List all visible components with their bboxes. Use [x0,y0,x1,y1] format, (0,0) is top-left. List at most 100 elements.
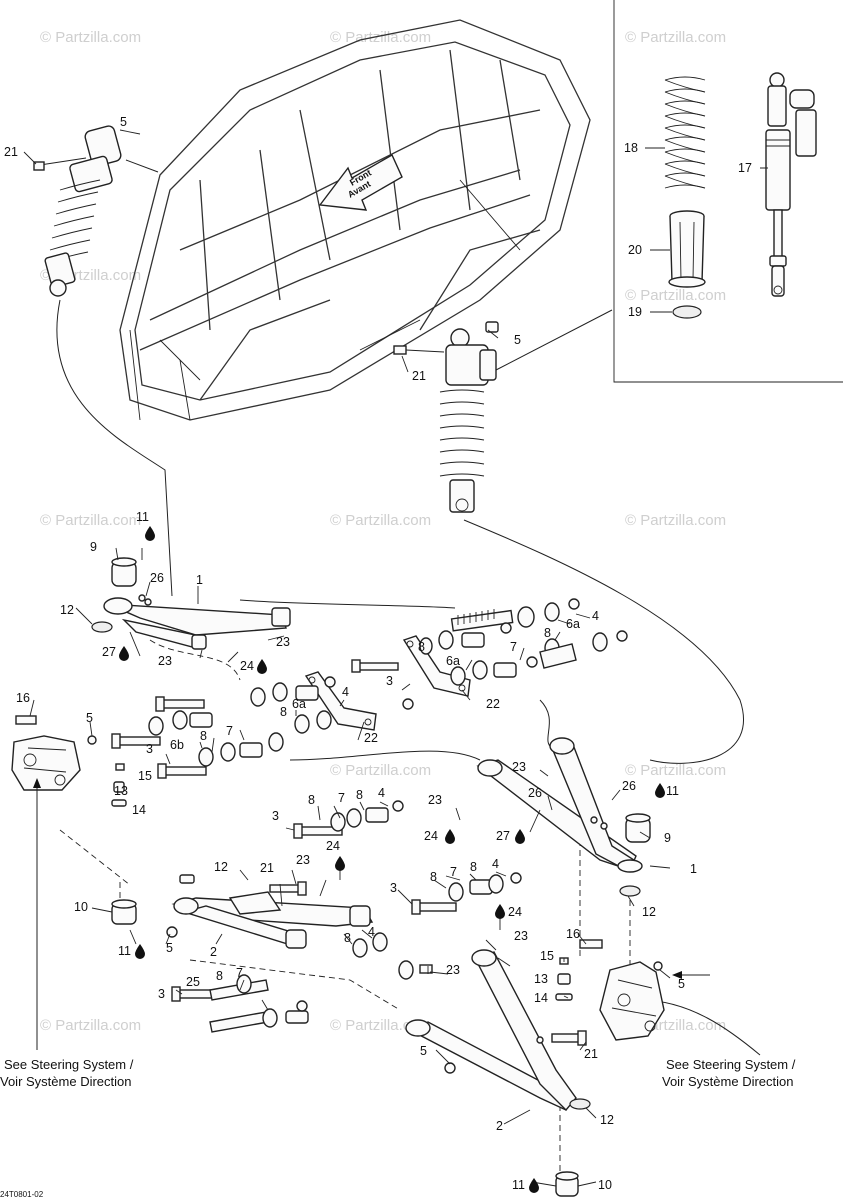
callout-8: 8 [470,860,477,874]
callout-15: 15 [138,769,152,783]
spring-sleeve [668,210,706,288]
grease-drop-icon [135,944,145,959]
callout-22: 22 [486,697,500,711]
callout-25: 25 [186,975,200,989]
callout-19: 19 [628,305,642,319]
grease-drop-icon [515,829,525,844]
callout-21: 21 [260,861,274,875]
grease-drop-icon [445,829,455,844]
callout-11: 11 [512,1178,525,1192]
arrow-left-icon [672,971,682,979]
coil-spring [664,76,706,189]
watermark: © Partzilla.com [40,1017,141,1034]
watermark: © Partzilla.com [40,29,141,46]
callout-11: 11 [666,784,679,798]
callout-24: 24 [326,839,340,853]
callout-24: 24 [240,659,254,673]
callout-9: 9 [664,831,671,845]
lower-a-arm-right [405,949,591,1197]
callout-7: 7 [236,966,243,980]
callout-26: 26 [150,571,164,585]
callout-23: 23 [512,760,526,774]
right-shock-absorber [393,321,499,513]
callout-10: 10 [598,1178,612,1192]
callout-23: 23 [446,963,460,977]
callout-18: 18 [624,141,638,155]
callout-7: 7 [510,640,517,654]
callout-23: 23 [276,635,290,649]
upper-a-arm-left [91,557,291,650]
callout-1: 1 [196,573,203,587]
callout-17: 17 [738,161,752,175]
upper-arm-hardware-a [450,598,628,669]
callout-14: 14 [132,803,146,817]
front-direction-arrow [318,154,403,211]
watermark: © Partzilla.com [625,762,726,779]
callout-6a: 6a [292,697,306,711]
arrow-up-icon [33,778,41,788]
callout-5: 5 [514,333,521,347]
callout-23: 23 [428,793,442,807]
callout-12: 12 [214,860,228,874]
callout-5: 5 [420,1044,427,1058]
callout-leader-lines [23,129,768,1187]
grease-drop-icon [335,856,345,871]
callout-27: 27 [496,829,510,843]
callout-14: 14 [534,991,548,1005]
callout-11: 11 [118,944,131,958]
left-shock-absorber [33,125,122,297]
callout-6a: 6a [566,617,580,631]
callout-9: 9 [90,540,97,554]
watermarks: © Partzilla.com © Partzilla.com © Partzi… [40,29,726,1034]
lower-a-arm-left [171,883,374,949]
right-steering-knuckle [555,939,665,1041]
callout-5: 5 [166,941,173,955]
callout-20: 20 [628,243,642,257]
callout-13: 13 [534,972,548,986]
watermark: © Partzilla.com [625,512,726,529]
callout-13: 13 [114,784,128,798]
steering-note-right: See Steering System / Voir Système Direc… [662,971,796,1089]
callout-12: 12 [642,905,656,919]
grease-drop-icon [529,1178,539,1193]
callout-22: 22 [364,731,378,745]
callout-labels: 21 5 18 17 20 19 5 21 11 9 26 1 12 23 27… [4,115,752,1193]
callout-11: 11 [136,510,149,524]
lower-arm-hardware-a [179,800,522,915]
steering-note-line2: Voir Système Direction [662,1074,794,1089]
callout-12: 12 [60,603,74,617]
callout-24: 24 [424,829,438,843]
grease-drop-icon [119,646,129,661]
callout-3: 3 [158,987,165,1001]
grease-drop-icon [655,783,665,798]
callout-26: 26 [622,779,636,793]
callout-5: 5 [678,977,685,991]
callout-5: 5 [86,711,93,725]
steering-note-left: See Steering System / Voir Système Direc… [0,778,134,1089]
watermark: © Partzilla.com [330,762,431,779]
callout-8: 8 [308,793,315,807]
callout-1: 1 [690,862,697,876]
shock-absorber-detail [765,72,817,297]
mid-arm-hardware [111,622,538,779]
callout-15: 15 [540,949,554,963]
callout-12: 12 [600,1113,614,1127]
callout-23: 23 [296,853,310,867]
callout-6a: 6a [446,654,460,668]
steering-note-line2: Voir Système Direction [0,1074,132,1089]
watermark: © Partzilla.com [625,29,726,46]
callout-4: 4 [492,857,499,871]
callout-3: 3 [272,809,279,823]
shock-detail-inset [613,0,843,383]
callout-21: 21 [412,369,426,383]
callout-6b: 6b [170,738,184,752]
callout-10: 10 [74,900,88,914]
callout-21: 21 [584,1047,598,1061]
upper-a-arm-right [476,737,651,897]
callout-8: 8 [544,626,551,640]
watermark: © Partzilla.com [330,29,431,46]
callout-23: 23 [158,654,172,668]
steering-note-line1: See Steering System / [666,1057,796,1072]
callout-8: 8 [200,729,207,743]
